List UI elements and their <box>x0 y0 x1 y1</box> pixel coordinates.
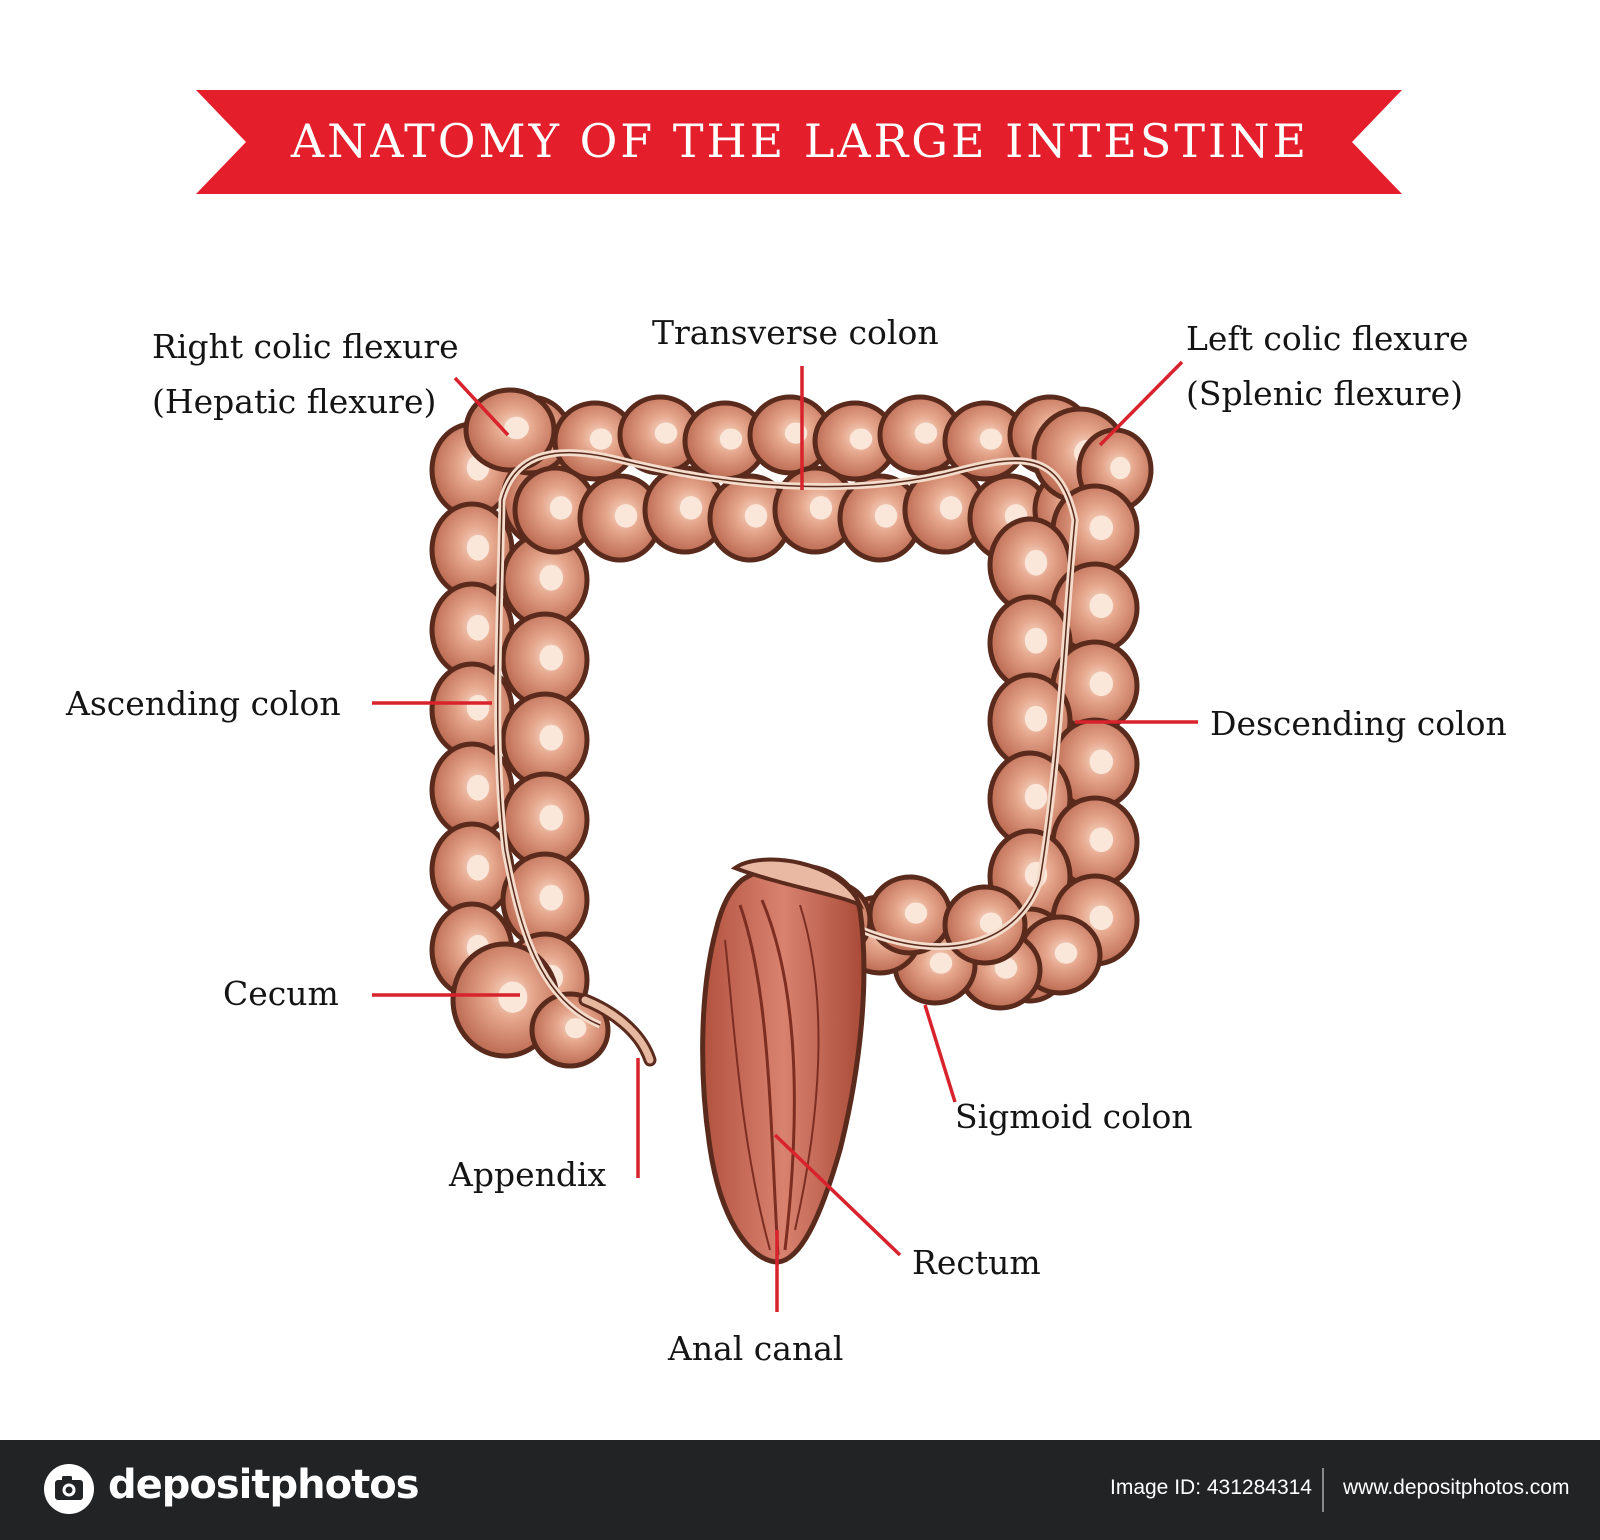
transverse-colon-haustrum-highlight <box>549 496 573 520</box>
transverse-colon-haustrum-highlight <box>589 428 613 450</box>
descending-colon-haustrum-highlight <box>1024 783 1048 810</box>
ascending-colon-haustrum-highlight <box>466 614 490 641</box>
sigmoid-colon-haustrum-highlight <box>929 952 953 974</box>
label-cecum: Cecum <box>223 974 339 1013</box>
footer-divider <box>1322 1468 1324 1512</box>
ascending-colon-haustrum-highlight <box>539 884 564 911</box>
transverse-colon-haustrum-highlight <box>979 428 1003 450</box>
descending-colon-haustrum-highlight <box>1089 905 1114 931</box>
title-banner <box>196 90 1402 194</box>
transverse-colon-haustrum-highlight <box>784 422 808 444</box>
transverse-colon-haustrum-highlight <box>744 504 768 528</box>
website-link[interactable]: www.depositphotos.com <box>1343 1476 1570 1499</box>
cecum-pouch-highlight <box>565 1018 587 1039</box>
transverse-colon-haustrum-highlight <box>654 422 678 444</box>
taenia-coli-outline <box>496 451 1076 1026</box>
leader-rectum <box>773 1133 902 1257</box>
transverse-colon-haustrum-highlight <box>849 428 873 450</box>
label-rectum: Rectum <box>912 1243 1041 1282</box>
camera-icon <box>44 1464 94 1514</box>
rectum-illustration <box>700 857 867 1265</box>
descending-colon-haustrum-highlight <box>1089 671 1114 697</box>
label-ascending-colon: Ascending colon <box>66 684 341 723</box>
ascending-colon-haustrum-highlight <box>466 774 490 801</box>
label-hepatic-flexure: (Hepatic flexure) <box>152 382 437 421</box>
transverse-colon-haustrum-highlight <box>914 422 938 444</box>
page-title: ANATOMY OF THE LARGE INTESTINE <box>290 114 1310 168</box>
label-transverse-colon: Transverse colon <box>652 313 939 352</box>
image-id: Image ID: 431284314 <box>1110 1476 1312 1499</box>
leader-right-colic-flexure <box>453 376 510 437</box>
label-descending-colon: Descending colon <box>1210 704 1507 743</box>
ascending-colon-haustrum-highlight <box>539 564 564 591</box>
transverse-colon-haustrum-highlight <box>614 504 638 528</box>
footer-bar: depositphotos Image ID: 431284314 www.de… <box>0 1440 1600 1540</box>
label-appendix: Appendix <box>449 1155 607 1194</box>
descending-colon-haustrum-highlight <box>1089 593 1114 619</box>
leader-sigmoid-colon <box>923 1004 957 1103</box>
transverse-colon-haustrum-highlight <box>679 496 703 520</box>
transverse-colon-haustrum-highlight <box>874 504 898 528</box>
sigmoid-colon-haustrum-highlight <box>979 912 1003 934</box>
descending-colon-haustrum-highlight <box>1024 705 1048 732</box>
ascending-colon-haustrum-highlight <box>539 724 564 751</box>
brand-name: depositphotos <box>108 1462 420 1508</box>
leader-left-colic-flexure <box>1098 360 1184 447</box>
descending-colon-haustrum-highlight <box>1089 515 1114 541</box>
descending-colon-haustrum-highlight <box>1024 627 1048 654</box>
descending-colon-haustrum-highlight <box>1089 827 1114 853</box>
ascending-colon-haustrum-highlight <box>466 694 490 721</box>
cecum-pouch-highlight <box>498 981 528 1013</box>
descending-colon-haustrum-highlight <box>1089 749 1114 775</box>
ascending-colon-haustrum-highlight <box>539 804 564 831</box>
transverse-colon-haustrum-highlight <box>719 428 743 450</box>
label-right-colic-flexure: Right colic flexure <box>152 327 459 366</box>
sigmoid-colon-haustrum-highlight <box>904 902 928 924</box>
ascending-colon-haustrum-highlight <box>466 534 490 561</box>
label-splenic-flexure: (Splenic flexure) <box>1186 374 1464 413</box>
transverse-colon-haustrum-highlight <box>939 496 963 520</box>
label-anal-canal: Anal canal <box>668 1329 844 1368</box>
label-sigmoid-colon: Sigmoid colon <box>955 1097 1193 1136</box>
right-colic-flexure-haustrum-highlight <box>504 416 529 440</box>
descending-colon-haustrum-highlight <box>1024 549 1048 576</box>
left-colic-flexure-haustrum-highlight <box>1110 456 1131 480</box>
transverse-colon-haustrum-highlight <box>809 496 833 520</box>
label-left-colic-flexure: Left colic flexure <box>1186 319 1469 358</box>
sigmoid-colon-haustrum-highlight <box>1054 942 1078 964</box>
ascending-colon-haustrum-highlight <box>466 854 490 881</box>
ascending-colon-haustrum-highlight <box>539 644 564 671</box>
